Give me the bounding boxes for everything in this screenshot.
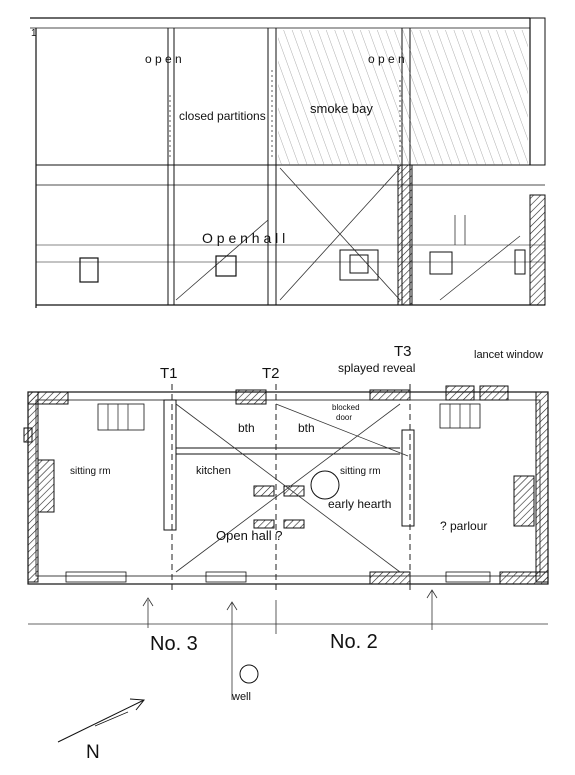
north-arrow-icon	[57, 698, 145, 743]
truss-t2-label: T2	[262, 365, 280, 382]
kitchen-label: kitchen	[196, 465, 231, 477]
well-label: well	[231, 691, 251, 703]
blocked-door-label-line1: blocked	[332, 403, 360, 412]
long-section: 1 o p e	[30, 17, 546, 308]
north-label: N	[86, 742, 100, 763]
sitting-room-no3-label: sitting rm	[70, 466, 111, 477]
lancet-window-label: lancet window	[474, 349, 543, 361]
sitting-room-no2-label: sitting rm	[340, 466, 381, 477]
house-no3-label: No. 3	[150, 633, 198, 655]
smoke-bay-label: smoke bay	[310, 101, 373, 116]
truss-t3-label: T3	[394, 343, 412, 360]
plan-open-hall-label: Open hall ?	[216, 528, 283, 543]
splayed-reveal-label: splayed reveal	[338, 361, 415, 375]
truss-t1-label: T1	[160, 365, 178, 382]
section-open-hall-label: O p e n h a l l	[202, 230, 285, 246]
corner-mark: 1	[31, 28, 37, 39]
blocked-door-label-line2: door	[336, 413, 352, 422]
section-open-left-label: o p e n	[145, 52, 182, 66]
bathroom-no3-label: bth	[238, 421, 255, 435]
house-no2-label: No. 2	[330, 631, 378, 653]
closed-partitions-label: closed partitions	[179, 109, 266, 123]
section-open-right-label: o p e n	[368, 52, 405, 66]
bathroom-no2-label: bth	[298, 421, 315, 435]
early-hearth-label: early hearth	[328, 497, 391, 511]
parlour-label: ? parlour	[440, 519, 487, 533]
ground-plan: T1 T2 T3 splayed reveal lancet window bl…	[23, 343, 549, 763]
